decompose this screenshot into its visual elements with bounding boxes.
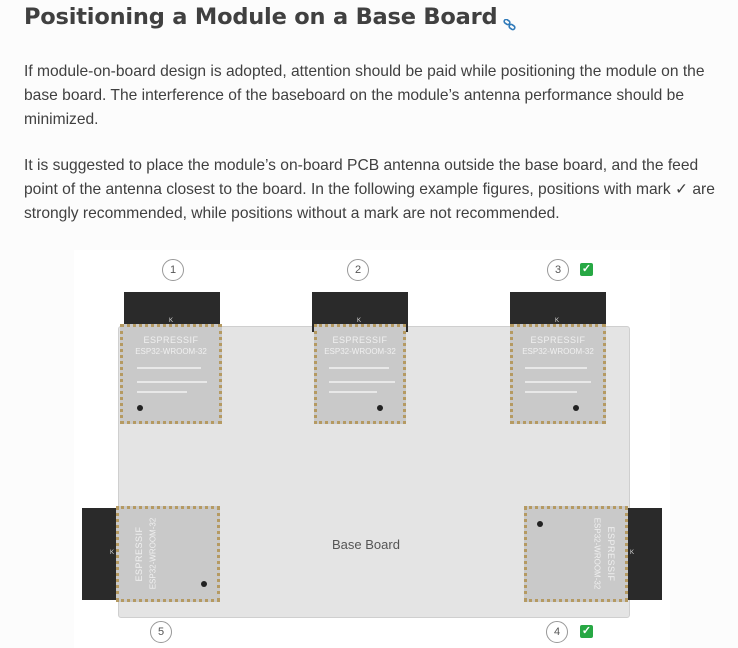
module-label-line: [525, 381, 591, 383]
module-position-figure: Base Board 1 2 3 ✓ 5 4 ✓ K ESPRESSIF ESP…: [74, 250, 670, 648]
module-model: ESP32-WROOM-32: [522, 347, 594, 356]
module-position-2: K ESPRESSIF ESP32-WROOM-32: [312, 292, 408, 424]
link-icon[interactable]: [503, 11, 517, 30]
module-model: ESP32-WROOM-32: [324, 347, 396, 356]
pin1-dot: [537, 521, 543, 527]
check-icon: ✓: [580, 625, 593, 638]
module-brand: ESPRESSIF: [530, 335, 586, 345]
module-position-3: K ESPRESSIF ESP32-WROOM-32: [510, 292, 606, 424]
position-marker-1: 1: [162, 259, 184, 281]
antenna-mark: K: [555, 318, 560, 324]
module-label-line: [329, 391, 377, 393]
module-position-5: K ESPRESSIF ESP32-WROOM-32: [82, 506, 222, 602]
module-shield: ESPRESSIF ESP32-WROOM-32: [524, 506, 628, 602]
position-marker-3: 3: [547, 259, 569, 281]
paragraph-module-on-board: If module-on-board design is adopted, at…: [24, 63, 705, 128]
module-position-1: K ESPRESSIF ESP32-WROOM-32: [120, 292, 222, 424]
module-label-line: [525, 391, 577, 393]
page-title-text: Positioning a Module on a Base Board: [24, 4, 498, 30]
module-brand: ESPRESSIF: [143, 335, 199, 345]
check-icon: ✓: [580, 263, 593, 276]
antenna-mark: K: [630, 550, 635, 556]
module-position-4: K ESPRESSIF ESP32-WROOM-32: [522, 506, 664, 602]
page-title: Positioning a Module on a Base Board: [24, 4, 517, 30]
paragraph-antenna-suggestion: It is suggested to place the module’s on…: [24, 157, 715, 222]
pin1-dot: [573, 405, 579, 411]
module-brand: ESPRESSIF: [134, 526, 144, 582]
pin1-dot: [377, 405, 383, 411]
module-label-line: [137, 381, 207, 383]
pin1-dot: [201, 581, 207, 587]
antenna-mark: K: [357, 318, 362, 324]
module-label-line: [137, 391, 187, 393]
module-model: ESP32-WROOM-32: [148, 517, 158, 590]
pin1-dot: [137, 405, 143, 411]
module-label-line: [137, 367, 201, 369]
module-label-line: [329, 367, 389, 369]
antenna-mark: K: [110, 550, 115, 556]
module-model: ESP32-WROOM-32: [135, 347, 207, 356]
module-shield: ESPRESSIF ESP32-WROOM-32: [120, 324, 222, 424]
module-shield: ESPRESSIF ESP32-WROOM-32: [510, 324, 606, 424]
module-shield: ESPRESSIF ESP32-WROOM-32: [314, 324, 406, 424]
base-board-label: Base Board: [332, 537, 400, 552]
position-marker-4: 4: [546, 621, 568, 643]
module-model: ESP32-WROOM-32: [592, 517, 602, 590]
module-shield: ESPRESSIF ESP32-WROOM-32: [116, 506, 220, 602]
module-label-line: [525, 367, 587, 369]
antenna-mark: K: [169, 318, 174, 324]
position-marker-2: 2: [347, 259, 369, 281]
module-brand: ESPRESSIF: [332, 335, 388, 345]
module-brand: ESPRESSIF: [606, 526, 616, 582]
position-marker-5: 5: [150, 621, 172, 643]
module-label-line: [329, 381, 395, 383]
